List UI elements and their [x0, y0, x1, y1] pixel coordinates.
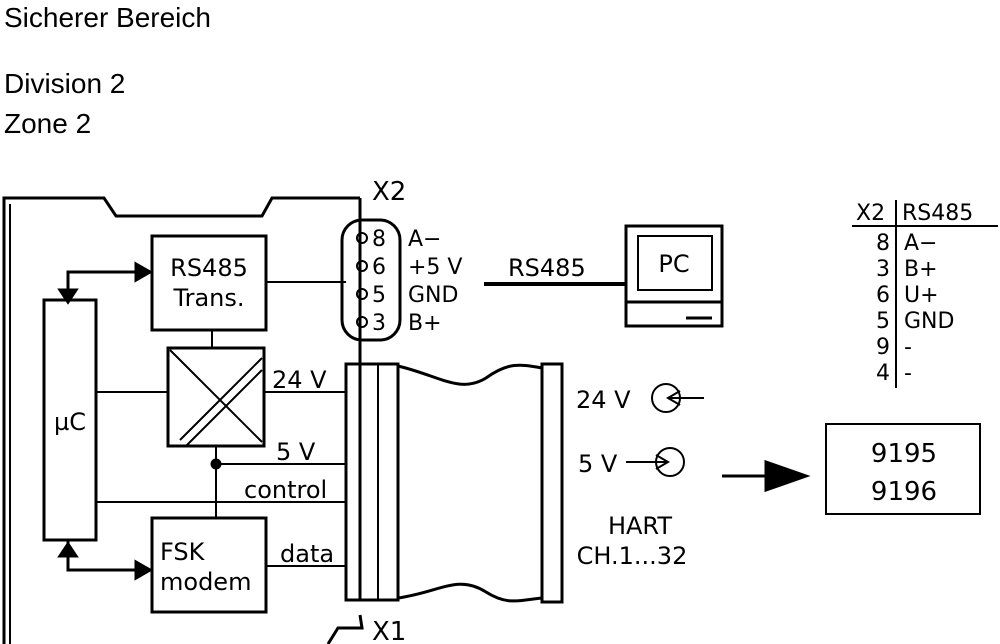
rs485-transceiver-box: [150, 234, 268, 332]
uc-label: µC: [54, 408, 86, 436]
converter-diagonal-1: [169, 349, 263, 443]
hart-label-line2: CH.1...32: [577, 542, 688, 570]
signal-24v-label: 24 V: [272, 366, 327, 394]
x2-pin-dot: [356, 232, 368, 244]
pin-table-header-x2: X2: [856, 201, 885, 226]
x2-pin-signal: GND: [408, 283, 458, 308]
pin-table-pin: 6: [876, 283, 890, 308]
pin-table-signal: B+: [904, 257, 938, 282]
area-title: Sicherer Bereich: [4, 2, 211, 33]
pin-table-pin: 5: [876, 309, 890, 334]
arrow-head-icon: [134, 559, 154, 581]
pin-table-signal: A−: [904, 231, 937, 256]
x2-pin-dot: [356, 260, 368, 272]
arrow-head-icon: [57, 288, 79, 305]
arrow-head-icon: [57, 541, 79, 558]
converter-diagonal-2: [179, 357, 263, 441]
x2-pin-signal: A−: [408, 227, 441, 252]
models-box: [825, 423, 981, 515]
x2-pin-signal: +5 V: [408, 255, 462, 280]
zone-label: Zone 2: [4, 108, 92, 139]
uc-fsk-link: [66, 540, 140, 572]
x2-pin-signal: B+: [408, 311, 442, 336]
hart-label-line1: HART: [608, 512, 672, 540]
supply-5v-label: 5 V: [578, 450, 618, 478]
rs485-label-line2: Trans.: [172, 284, 244, 312]
x2-pin-number: 8: [372, 227, 386, 252]
model-9195: 9195: [871, 439, 937, 469]
x1-connector: [344, 362, 400, 602]
pin-table-pin: 3: [876, 257, 890, 282]
x2-pin-number: 6: [372, 255, 386, 280]
pc-link-label: RS485: [508, 254, 586, 282]
x2-label: X2: [372, 177, 406, 207]
signal-control-label: control: [244, 476, 327, 504]
pc-icon: [624, 224, 724, 328]
fsk-label-line1: FSK: [160, 538, 206, 566]
arrow-head-icon: [134, 261, 154, 283]
device-housing: [2, 196, 364, 644]
signal-data-label: data: [280, 540, 334, 568]
pin-table-signal: -: [904, 335, 912, 360]
junction-dot: [210, 458, 222, 470]
models-arrow-head-icon: [764, 459, 811, 493]
x2-pin-dot: [356, 288, 368, 300]
pin-table-pin: 4: [876, 361, 890, 386]
pin-table-header-rs485: RS485: [902, 201, 973, 226]
supply-24v-label: 24 V: [576, 386, 631, 414]
field-connector: [540, 362, 564, 604]
supply-24v-arrow-icon: [666, 390, 704, 406]
pin-table-signal: U+: [904, 283, 939, 308]
x1-label: X1: [372, 617, 406, 644]
uc-rs485-link: [66, 270, 140, 300]
converter-diagonal-3: [185, 369, 263, 447]
x2-pin-number: 5: [372, 283, 386, 308]
pin-table-signal: -: [904, 361, 912, 386]
hart-cable-bottom: [397, 582, 543, 603]
fsk-label-line2: modem: [160, 568, 251, 596]
model-9196: 9196: [871, 477, 937, 507]
x2-connector: [340, 218, 402, 342]
hart-cable-top: [397, 363, 543, 386]
pin-table-pin: 8: [876, 231, 890, 256]
x2-pin-number: 3: [372, 311, 386, 336]
rs485-label-line1: RS485: [170, 254, 248, 282]
fsk-modem-box: [150, 516, 268, 614]
pin-table-signal: GND: [904, 309, 954, 334]
pin-table-pin: 9: [876, 335, 890, 360]
x2-pin-dot: [356, 316, 368, 328]
division-label: Division 2: [4, 68, 126, 99]
pc-label: PC: [658, 250, 689, 278]
signal-5v-label: 5 V: [276, 438, 316, 466]
supply-5v-arrow-icon: [626, 454, 670, 470]
